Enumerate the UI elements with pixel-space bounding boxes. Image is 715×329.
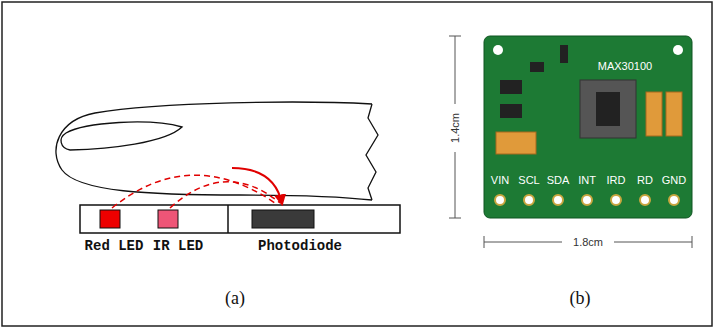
panel-label: (a) (225, 289, 245, 307)
part-label: Photodiode (258, 239, 342, 253)
pin-name: SCL (518, 175, 539, 186)
pin-name: SDA (547, 175, 570, 186)
chip-name: MAX30100 (598, 61, 652, 72)
pin-name: RD (637, 175, 653, 186)
part-label: IR LED (153, 239, 203, 253)
pin-name: VIN (491, 175, 509, 186)
pin-name: IRD (607, 175, 626, 186)
panel-label: (b) (570, 289, 591, 307)
dimension: 1.8cm (573, 237, 603, 248)
part-label: Red LED (85, 239, 144, 253)
pin-name: INT (578, 175, 596, 186)
pin-name: GND (662, 175, 686, 186)
dimension: 1.4cm (450, 113, 461, 143)
